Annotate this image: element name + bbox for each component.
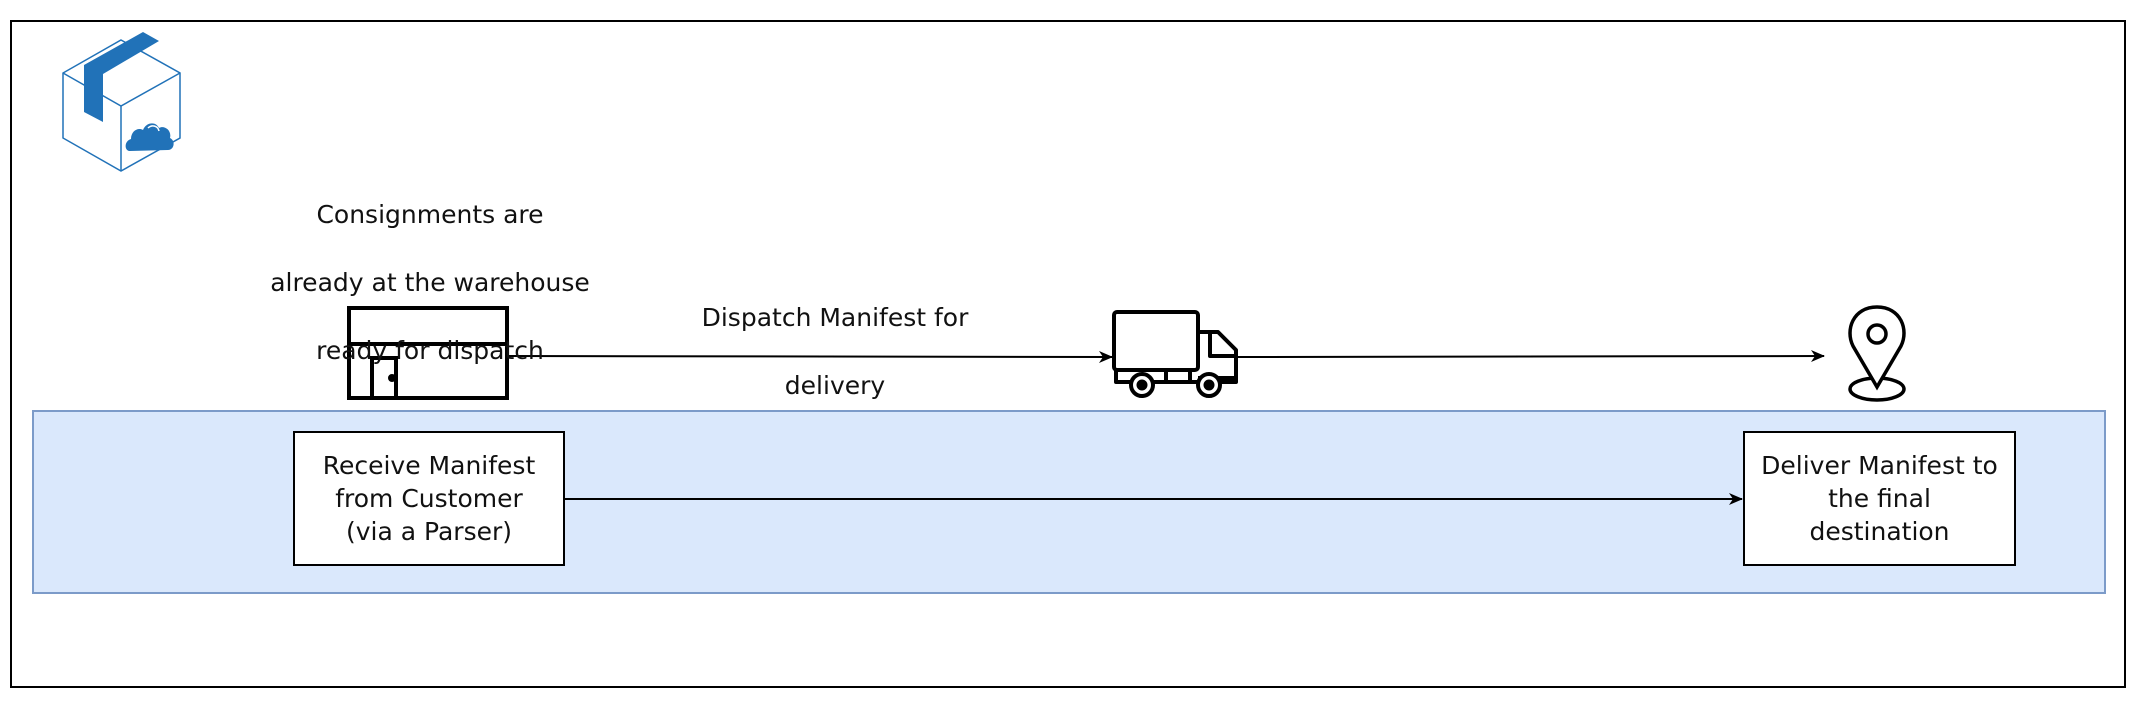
dispatch-edge-label: Dispatch Manifest for delivery bbox=[670, 267, 1000, 437]
dispatch-label-line: delivery bbox=[784, 371, 886, 400]
process-box-text: Deliver Manifest to bbox=[1761, 451, 1998, 480]
warehouse-note-line: ready for dispatch bbox=[316, 336, 544, 365]
process-box-text: (via a Parser) bbox=[345, 517, 512, 546]
process-box-receive-manifest[interactable]: Receive Manifest from Customer (via a Pa… bbox=[293, 431, 565, 566]
process-box-text: from Customer bbox=[335, 484, 523, 513]
edge-warehouse-to-truck bbox=[506, 350, 1113, 363]
edge-truck-to-destination bbox=[1237, 350, 1825, 363]
warehouse-note-line: Consignments are bbox=[316, 200, 544, 229]
process-box-deliver-manifest[interactable]: Deliver Manifest to the final destinatio… bbox=[1743, 431, 2016, 566]
cloud-package-icon bbox=[62, 32, 181, 172]
process-box-text: destination bbox=[1809, 517, 1950, 546]
warehouse-icon bbox=[347, 306, 509, 400]
warehouse-note-line: already at the warehouse bbox=[270, 268, 590, 297]
dispatch-label-line: Dispatch Manifest for bbox=[701, 303, 969, 332]
warehouse-note: Consignments are already at the warehous… bbox=[240, 164, 620, 402]
process-box-text: Receive Manifest bbox=[322, 451, 536, 480]
truck-icon bbox=[1112, 310, 1238, 398]
process-box-text: the final bbox=[1828, 484, 1931, 513]
location-pin-icon bbox=[1848, 305, 1906, 402]
diagram-frame bbox=[10, 20, 2126, 688]
